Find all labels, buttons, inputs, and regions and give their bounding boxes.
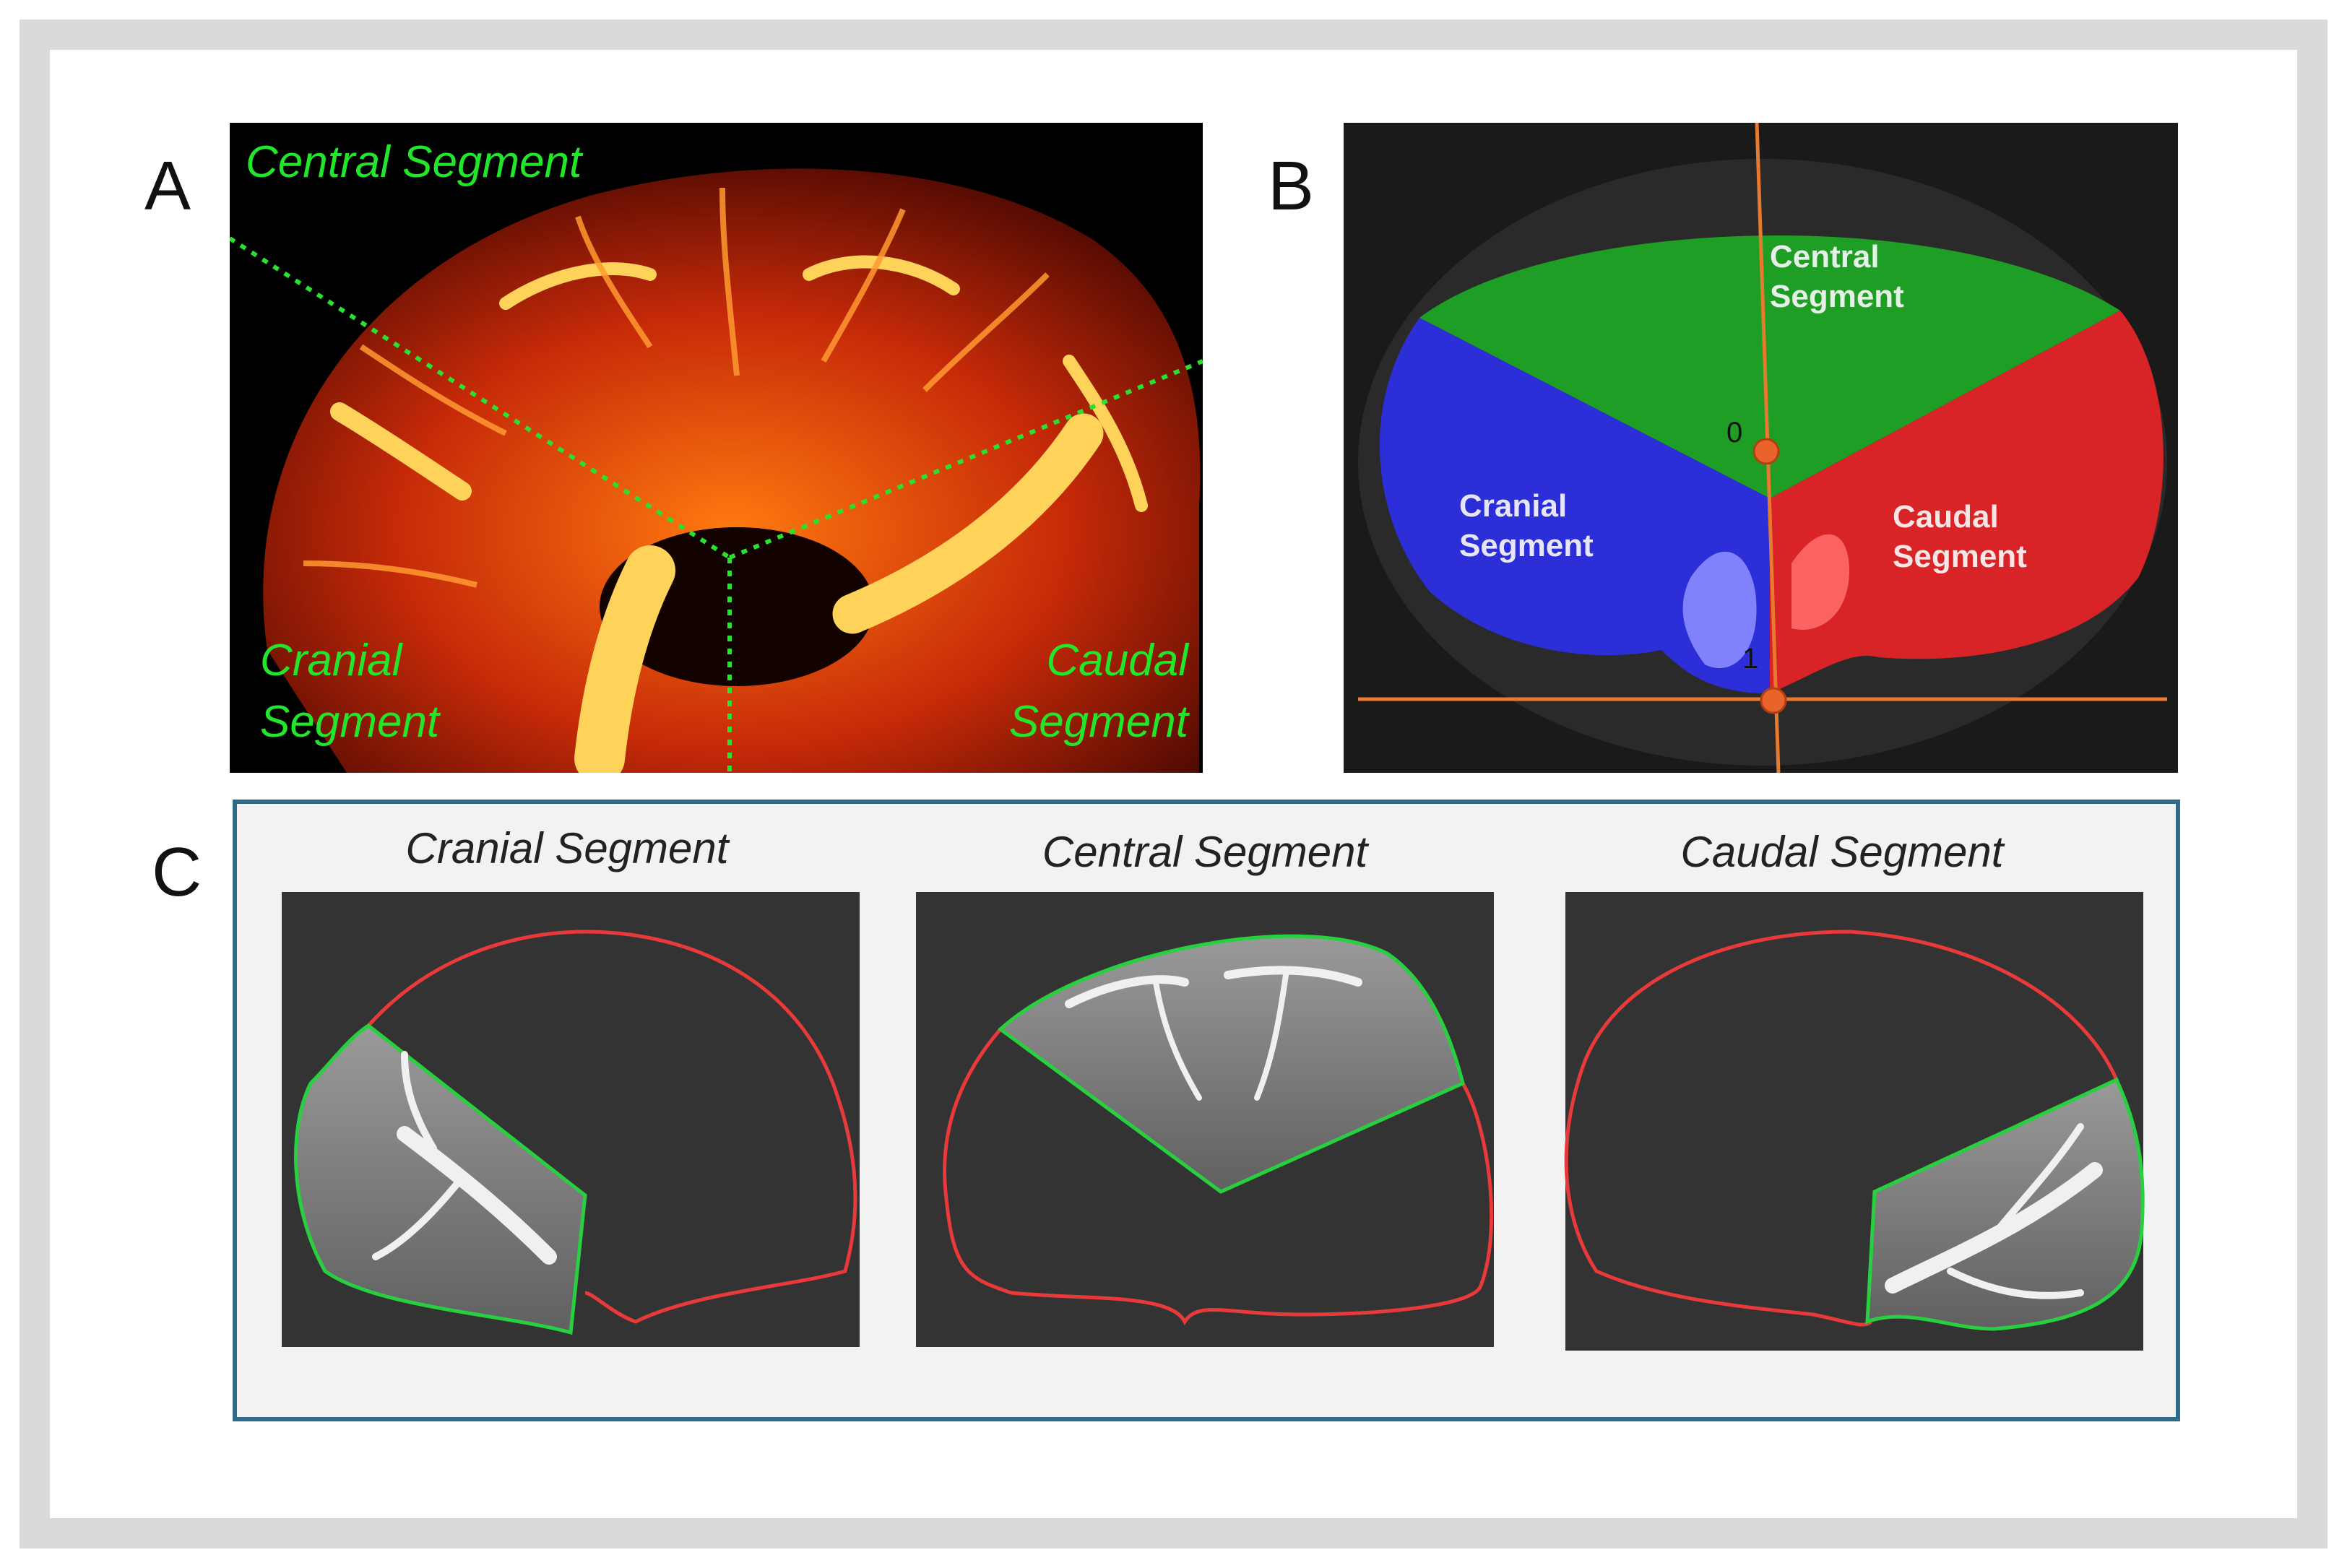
- panel-b-caudal-label-2: Segment: [1893, 539, 2027, 574]
- panel-b-caudal-label-1: Caudal: [1893, 499, 1999, 534]
- panel-b-cranial-label-1: Cranial: [1459, 488, 1567, 524]
- panel-b-central-label-2: Segment: [1770, 279, 1904, 314]
- outer-border: [20, 20, 2327, 1548]
- panel-b-cranial-region: [1379, 318, 1770, 693]
- panel-b-caudal-region: [1770, 311, 2164, 693]
- panel-b-letter: B: [1268, 147, 1314, 225]
- panel-a-central-label: Central Segment: [246, 137, 584, 187]
- panel-b-central-label-1: Central: [1770, 239, 1880, 274]
- panel-a-letter: A: [144, 147, 191, 225]
- panel-b-image: [1344, 123, 2178, 773]
- panel-b-central-region: [1419, 235, 2120, 498]
- panel-c-title-central: Central Segment: [1042, 828, 1370, 876]
- panel-b-marker-1: 1: [1742, 643, 1758, 675]
- panel-c-letter: C: [152, 833, 202, 911]
- panel-a-caudal-label-2: Segment: [1009, 697, 1190, 747]
- panel-b-cranial-label-2: Segment: [1459, 528, 1594, 563]
- panel-c-image-central: [916, 892, 1494, 1347]
- panel-c-image-cranial: [282, 892, 860, 1347]
- panel-a-image: [230, 123, 1203, 773]
- panel-b-marker-0: 0: [1726, 417, 1742, 449]
- panel-c-image-caudal: [1564, 892, 2145, 1351]
- panel-a-cranial-label-1: Cranial: [260, 636, 404, 685]
- panel-a-cranial-label-2: Segment: [260, 697, 441, 747]
- panel-c-title-caudal: Caudal Segment: [1681, 828, 2005, 876]
- panel-c-title-cranial: Cranial Segment: [406, 824, 730, 872]
- panel-a-caudal-label-1: Caudal: [1047, 636, 1190, 685]
